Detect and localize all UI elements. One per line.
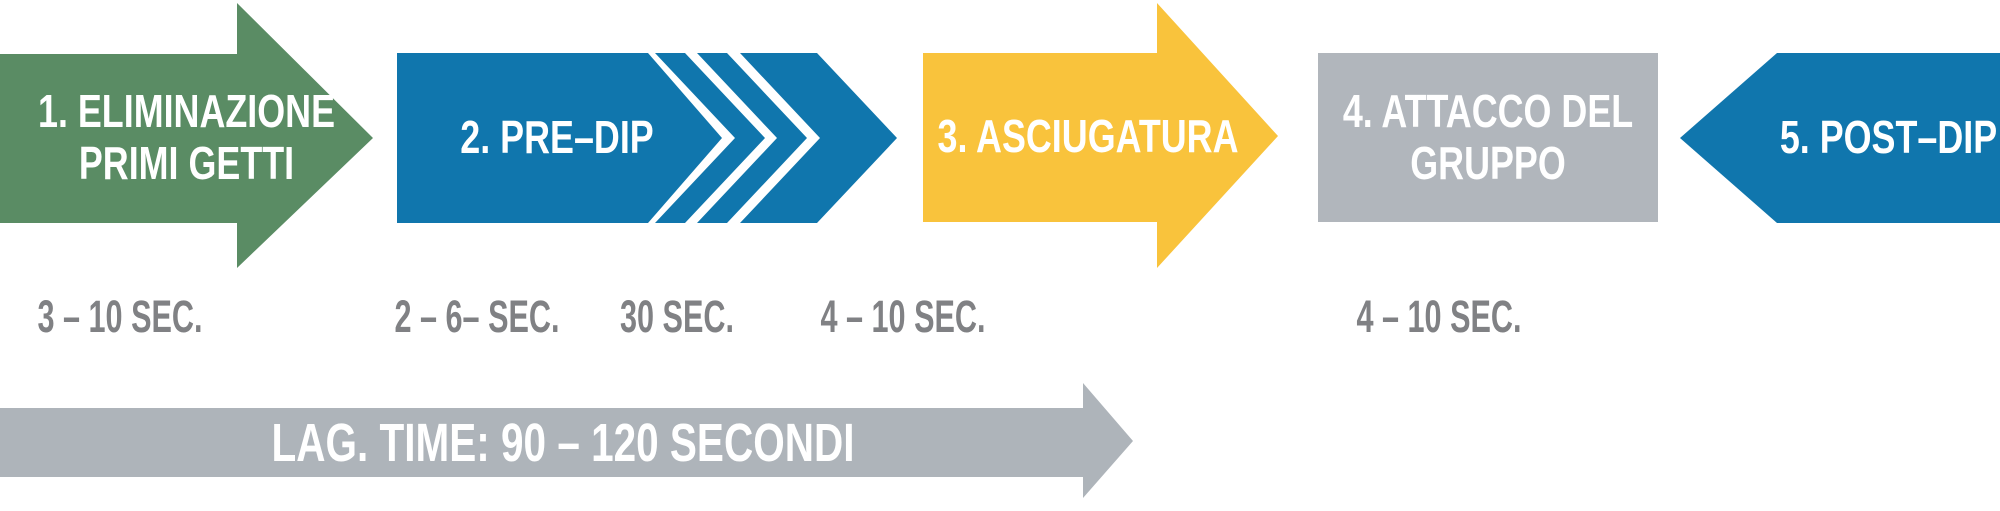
lag-time-arrow-shape <box>0 383 1133 498</box>
step-3-time-label: 4 – 10 SEC. <box>820 291 986 342</box>
step-2-chevrons-time-label: 30 SEC. <box>620 291 734 342</box>
step-2-chevron-stripe-1 <box>655 53 765 223</box>
step-5-arrow-shape <box>1680 53 2000 223</box>
step-1-arrow-shape <box>0 3 373 268</box>
step-4-time-label: 4 – 10 SEC. <box>1356 291 1522 342</box>
step-1-time-label: 3 – 10 SEC. <box>37 291 203 342</box>
lag-time-label: LAG. TIME: 90 – 120 SECONDI <box>271 413 855 473</box>
step-4-title-line2: GRUPPO <box>1410 136 1566 189</box>
step-2-chevron-stripe-2 <box>697 53 807 223</box>
step-1-title: 1. ELIMINAZIONE PRIMI GETTI <box>37 53 336 223</box>
step-4-box-shape <box>1318 53 1658 222</box>
step-2-time-label: 2 – 6– SEC. <box>394 291 560 342</box>
step-1-title-line1: 1. ELIMINAZIONE <box>37 85 336 138</box>
step-5-title: 5. POST–DIP <box>1780 53 1997 223</box>
step-2-title-line1: 2. PRE–DIP <box>460 111 654 164</box>
step-3-title: 3. ASCIUGATURA <box>937 52 1238 222</box>
step-2-title: 2. PRE–DIP <box>432 53 682 223</box>
step-4-title-line1: 4. ATTACCO DEL <box>1342 84 1634 137</box>
step-3-arrow-shape <box>923 3 1278 268</box>
step-2-chevron-head <box>740 53 897 223</box>
step-5-title-line1: 5. POST–DIP <box>1779 111 1998 164</box>
step-2-pentagon-shape <box>397 53 722 223</box>
step-1-title-line2: PRIMI GETTI <box>78 137 295 189</box>
step-4-title: 4. ATTACCO DEL GRUPPO <box>1343 53 1633 222</box>
step-3-title-line1: 3. ASCIUGATURA <box>937 110 1239 163</box>
